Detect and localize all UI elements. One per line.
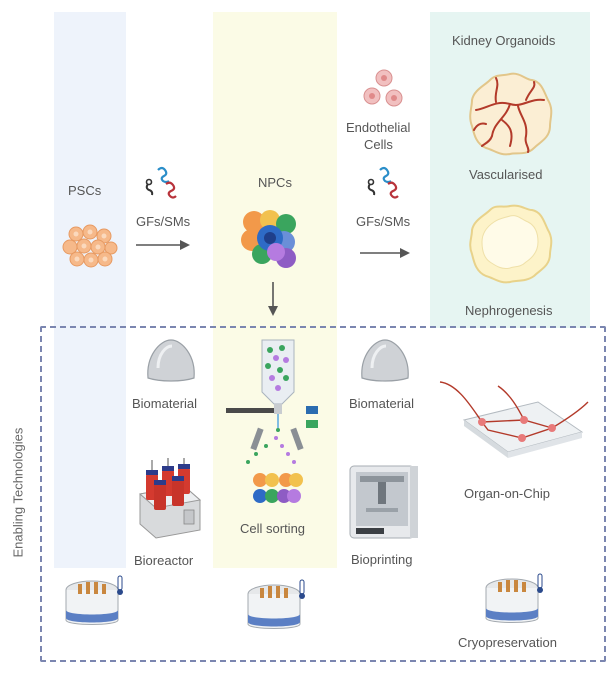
biomaterial-dome-icon	[147, 339, 195, 382]
enabling-technologies-box	[40, 326, 606, 662]
vascularised-label: Vascularised	[469, 167, 543, 182]
gfs-sms-label-1: GFs/SMs	[136, 214, 191, 229]
bioreactor-icon	[138, 458, 202, 539]
organ-on-chip-icon	[439, 381, 589, 458]
endothelial-label-line1: Endothelial	[346, 120, 411, 135]
arrow-right-icon-2	[360, 248, 410, 258]
enabling-technologies-label: Enabling Technologies	[10, 427, 26, 558]
endothelial-label-line2: Cells	[364, 137, 393, 152]
bioprinter-icon	[349, 465, 418, 539]
pscs-column	[54, 12, 126, 568]
npc-cluster-icon	[241, 210, 296, 268]
pscs-label: PSCs	[68, 183, 102, 198]
organ-on-chip-label: Organ-on-Chip	[464, 486, 550, 501]
vascularised-organoid-icon	[469, 72, 553, 156]
cryo-vessel-icon-2	[247, 579, 305, 629]
arrow-right-icon	[136, 240, 190, 250]
nephrogenesis-organoid-icon	[469, 204, 553, 284]
cryopreservation-label: Cryopreservation	[458, 635, 557, 650]
bioprinting-label: Bioprinting	[351, 552, 413, 567]
biomaterial-label-1: Biomaterial	[132, 396, 198, 411]
growth-factors-icon	[145, 166, 177, 199]
cryo-vessel-icon-3	[485, 573, 543, 623]
cell-sorting-label: Cell sorting	[240, 521, 306, 536]
growth-factors-icon-2	[367, 166, 399, 199]
psc-cluster-icon	[62, 224, 118, 268]
npcs-label: NPCs	[258, 175, 292, 190]
biomaterial-label-2: Biomaterial	[349, 396, 415, 411]
kidney-organoids-label: Kidney Organoids	[452, 33, 556, 48]
bioreactor-label: Bioreactor	[134, 553, 194, 568]
biomaterial-dome-icon-2	[361, 339, 409, 382]
endothelial-cells-icon	[363, 69, 403, 107]
nephrogenesis-label: Nephrogenesis	[465, 303, 553, 318]
gfs-sms-label-2: GFs/SMs	[356, 214, 411, 229]
cell-sorting-icon	[226, 339, 318, 503]
cryo-vessel-icon-1	[65, 575, 123, 625]
arrow-down-icon	[268, 282, 278, 316]
